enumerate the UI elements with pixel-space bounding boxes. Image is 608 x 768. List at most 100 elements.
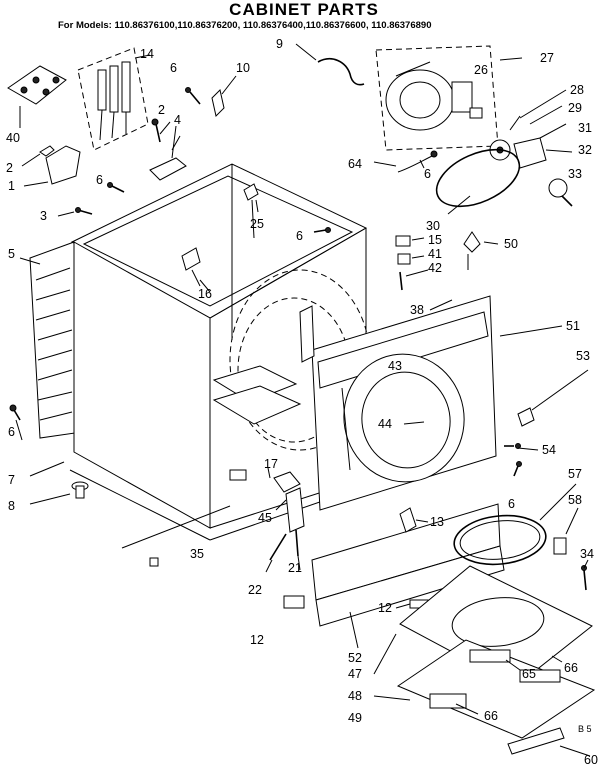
part-45-bracket — [285, 487, 305, 533]
part-25-clip — [243, 183, 259, 213]
label-15: 15 — [428, 233, 442, 247]
part-51-front-panel — [299, 295, 497, 511]
part-40-grommets — [7, 65, 67, 128]
part-50-knob — [463, 231, 481, 270]
label-35: 35 — [190, 547, 204, 561]
label-33: 33 — [568, 167, 582, 181]
part-15-42-latch — [395, 235, 411, 291]
label-8: 8 — [8, 499, 15, 513]
label-25: 25 — [250, 217, 264, 231]
part-52-lower-panel — [311, 503, 505, 627]
label-26: 26 — [474, 63, 488, 77]
cabinet-body — [29, 163, 371, 549]
part-labels: 9 10 6 14 40 2 1 2 4 6 3 5 25 6 16 6 7 8… — [6, 37, 598, 767]
part-6-screw-left-side — [9, 404, 21, 421]
label-12-a: 12 — [250, 633, 264, 647]
label-60: 60 — [584, 753, 598, 767]
label-3: 3 — [40, 209, 47, 223]
label-54: 54 — [542, 443, 556, 457]
part-2-screw-mid — [151, 118, 161, 143]
part-9-hose — [295, 43, 365, 86]
label-6-c: 6 — [296, 229, 303, 243]
part-13-hinge — [399, 507, 417, 533]
label-50: 50 — [504, 237, 518, 251]
part-48-door-inner — [396, 639, 596, 739]
part-47-door-outer — [399, 565, 593, 687]
label-17: 17 — [264, 457, 278, 471]
page-title: CABINET PARTS — [229, 0, 379, 19]
label-66-a: 66 — [564, 661, 578, 675]
label-32: 32 — [578, 143, 592, 157]
part-58-latch — [553, 537, 567, 555]
label-28: 28 — [570, 83, 584, 97]
part-4-switch — [149, 125, 187, 181]
part-1-bracket — [23, 145, 81, 187]
part-57-seal — [453, 514, 547, 566]
label-29: 29 — [568, 101, 582, 115]
part-33-roller — [548, 178, 573, 207]
part-27-motor-group — [375, 45, 523, 151]
label-42: 42 — [428, 261, 442, 275]
part-54-screw — [504, 443, 521, 449]
part-30-belt — [435, 148, 521, 208]
part-53-stop — [517, 407, 535, 427]
label-6-e: 6 — [424, 167, 431, 181]
label-22: 22 — [248, 583, 262, 597]
part-28-29-31-pulley — [489, 115, 521, 161]
part-22-roller — [265, 533, 287, 573]
label-40: 40 — [6, 131, 20, 145]
label-7: 7 — [8, 473, 15, 487]
label-10: 10 — [236, 61, 250, 75]
part-26-switch — [469, 107, 483, 119]
label-43: 43 — [388, 359, 402, 373]
label-58: 58 — [568, 493, 582, 507]
label-47: 47 — [348, 667, 362, 681]
part-35-clip — [149, 557, 159, 567]
label-21: 21 — [288, 561, 302, 575]
label-2-b: 2 — [158, 103, 165, 117]
label-53: 53 — [576, 349, 590, 363]
label-6-b: 6 — [96, 173, 103, 187]
label-31: 31 — [578, 121, 592, 135]
label-48: 48 — [348, 689, 362, 703]
part-64-wire — [397, 150, 438, 173]
part-21-spring — [295, 529, 299, 557]
label-6-f: 6 — [508, 497, 515, 511]
part-6-screw-right — [313, 227, 331, 233]
label-64: 64 — [348, 157, 362, 171]
page-code: B 5 — [578, 724, 592, 734]
label-2-a: 2 — [6, 161, 13, 175]
label-66-b: 66 — [484, 709, 498, 723]
label-52: 52 — [348, 651, 362, 665]
part-6-screw-front — [513, 461, 522, 477]
part-2-screw-left — [21, 145, 55, 167]
label-49: 49 — [348, 711, 362, 725]
label-16: 16 — [198, 287, 212, 301]
part-60-handle — [507, 727, 565, 755]
part-12-switch-lower — [283, 595, 305, 609]
part-16-bracket — [181, 247, 201, 287]
label-9: 9 — [276, 37, 283, 51]
label-44: 44 — [378, 417, 392, 431]
label-57: 57 — [568, 467, 582, 481]
label-6-a: 6 — [170, 61, 177, 75]
part-3-screw — [75, 207, 93, 215]
label-38: 38 — [410, 303, 424, 317]
part-14-harness-box — [77, 47, 151, 151]
label-5: 5 — [8, 247, 15, 261]
part-7-leveling — [29, 461, 65, 477]
label-45: 45 — [258, 511, 272, 525]
part-8-foot — [29, 481, 89, 505]
label-51: 51 — [566, 319, 580, 333]
models-line: For Models: 110.86376100,110.86376200, 1… — [58, 20, 432, 31]
label-6-d: 6 — [8, 425, 15, 439]
part-34-screw — [581, 565, 587, 591]
label-13: 13 — [430, 515, 444, 529]
label-27: 27 — [540, 51, 554, 65]
label-1: 1 — [8, 179, 15, 193]
part-6-screws-top — [107, 87, 201, 193]
label-4: 4 — [174, 113, 181, 127]
part-10-clip — [211, 75, 237, 117]
leader-lines — [15, 89, 591, 757]
